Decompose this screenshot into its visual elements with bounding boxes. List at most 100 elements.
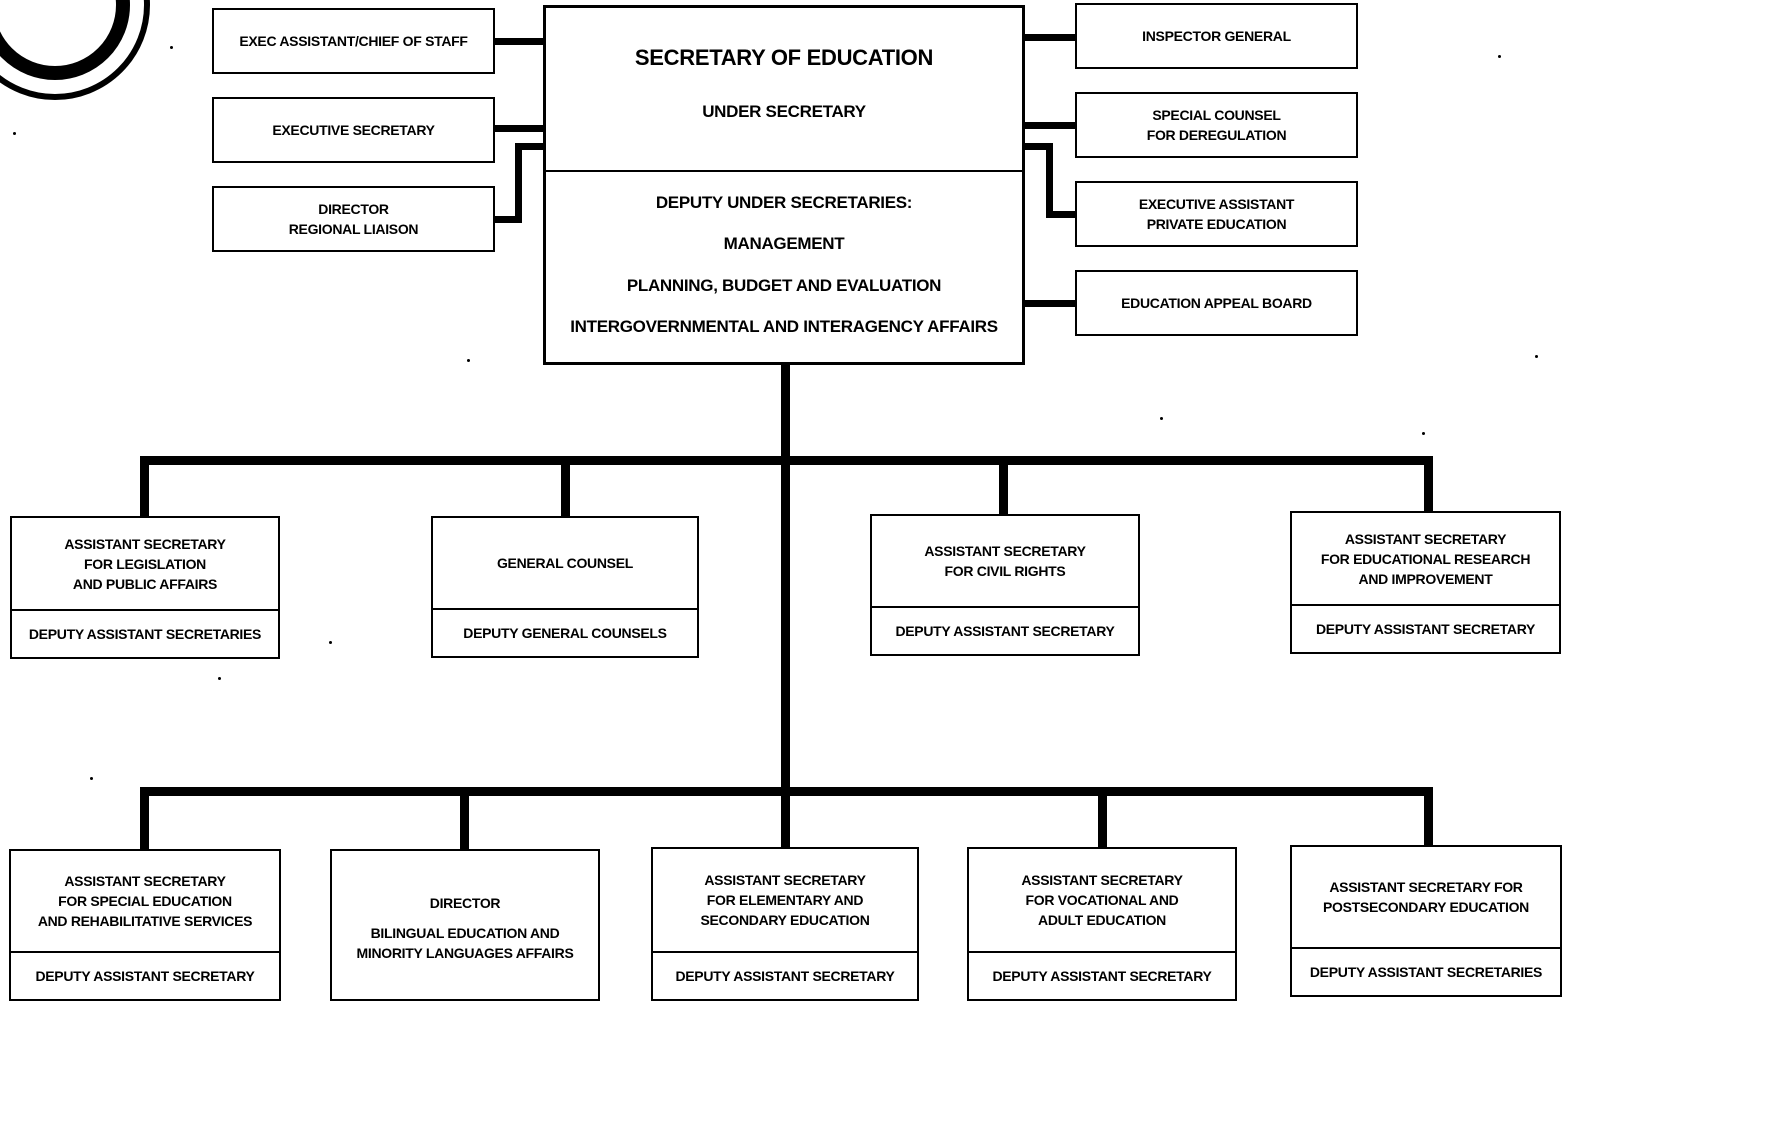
box-label: ASSISTANT SECRETARY xyxy=(64,535,226,552)
box-label: FOR SPECIAL EDUCATION xyxy=(58,893,232,909)
connector-line xyxy=(1046,143,1053,218)
org-box-civil-rights: ASSISTANT SECRETARY FOR CIVIL RIGHTS DEP… xyxy=(870,514,1140,656)
box-label: EDUCATION APPEAL BOARD xyxy=(1121,295,1312,311)
box-label: SECONDARY EDUCATION xyxy=(700,912,870,928)
staff-box-inspector-general: INSPECTOR GENERAL xyxy=(1075,3,1358,69)
box-label: ASSISTANT SECRETARY FOR xyxy=(1329,879,1523,895)
staff-box-private-education: EXECUTIVE ASSISTANT PRIVATE EDUCATION xyxy=(1075,181,1358,247)
scan-speck xyxy=(170,46,173,49)
org-box-deputy: DEPUTY ASSISTANT SECRETARY xyxy=(1292,604,1559,652)
box-label: MINORITY LANGUAGES AFFAIRS xyxy=(356,945,574,961)
drop-line xyxy=(1098,787,1107,851)
box-label: AND PUBLIC AFFAIRS xyxy=(72,575,218,592)
deputy-label: DEPUTY ASSISTANT SECRETARIES xyxy=(1309,964,1543,980)
row1-bus-line xyxy=(140,456,1433,465)
org-box-general-counsel: GENERAL COUNSEL DEPUTY GENERAL COUNSELS xyxy=(431,516,699,658)
box-label: FOR DEREGULATION xyxy=(1146,127,1287,143)
connector-line xyxy=(493,125,545,132)
box-label: FOR EDUCATIONAL RESEARCH xyxy=(1320,550,1531,567)
box-label: FOR LEGISLATION xyxy=(83,555,206,572)
connector-line xyxy=(493,216,522,223)
box-label: ASSISTANT SECRETARY xyxy=(64,873,226,889)
deputy-item: PLANNING, BUDGET AND EVALUATION xyxy=(626,275,942,295)
deputy-item: INTERGOVERNMENTAL AND INTERAGENCY AFFAIR… xyxy=(570,317,998,337)
deputies-heading: DEPUTY UNDER SECRETARIES: xyxy=(655,192,913,212)
connector-line xyxy=(1046,211,1076,218)
seal-ring xyxy=(0,0,130,80)
scan-speck xyxy=(467,359,470,362)
box-label: BILINGUAL EDUCATION AND xyxy=(370,925,560,941)
scan-speck xyxy=(1160,417,1163,420)
deputy-label: DEPUTY ASSISTANT SECRETARY xyxy=(992,968,1212,984)
box-label: DIRECTOR xyxy=(318,201,389,217)
box-label: REGIONAL LIAISON xyxy=(288,221,419,237)
box-label: INSPECTOR GENERAL xyxy=(1142,28,1291,44)
scan-speck xyxy=(90,777,93,780)
box-label: ASSISTANT SECRETARY xyxy=(704,872,866,888)
box-label: AND IMPROVEMENT xyxy=(1358,570,1493,587)
connector-line xyxy=(1023,122,1076,129)
scan-speck xyxy=(1498,55,1501,58)
box-label: ASSISTANT SECRETARY xyxy=(1021,872,1183,888)
deputy-label: DEPUTY ASSISTANT SECRETARY xyxy=(895,623,1115,639)
box-label: ASSISTANT SECRETARY xyxy=(1344,530,1507,547)
staff-box-special-counsel: SPECIAL COUNSEL FOR DEREGULATION xyxy=(1075,92,1358,158)
org-box-legislation: ASSISTANT SECRETARY FOR LEGISLATION AND … xyxy=(10,516,280,659)
scan-speck xyxy=(218,677,221,680)
deputy-under-secretaries-section: DEPUTY UNDER SECRETARIES: MANAGEMENT PLA… xyxy=(546,172,1022,362)
connector-line xyxy=(1023,143,1053,150)
drop-line xyxy=(1424,787,1433,847)
org-box-title: ASSISTANT SECRETARY FOR SPECIAL EDUCATIO… xyxy=(11,851,279,951)
drop-line xyxy=(1424,456,1433,513)
connector-line xyxy=(515,143,522,223)
box-label: AND REHABILITATIVE SERVICES xyxy=(37,913,253,929)
box-label: FOR ELEMENTARY AND xyxy=(706,892,864,908)
org-box-title: ASSISTANT SECRETARY FOR EDUCATIONAL RESE… xyxy=(1292,513,1559,604)
drop-line xyxy=(460,787,469,851)
deputy-label: DEPUTY ASSISTANT SECRETARY xyxy=(35,968,255,984)
box-label: FOR CIVIL RIGHTS xyxy=(944,563,1066,579)
staff-box-appeal-board: EDUCATION APPEAL BOARD xyxy=(1075,270,1358,336)
org-box-deputy: DEPUTY ASSISTANT SECRETARY xyxy=(969,951,1235,999)
box-label: EXEC ASSISTANT/CHIEF OF STAFF xyxy=(239,33,468,49)
box-label: POSTSECONDARY EDUCATION xyxy=(1323,899,1529,915)
org-box-deputy: DEPUTY ASSISTANT SECRETARIES xyxy=(12,609,278,657)
connector-line xyxy=(1023,34,1076,41)
box-label: ASSISTANT SECRETARY xyxy=(924,543,1086,559)
deputy-label: DEPUTY GENERAL COUNSELS xyxy=(463,625,667,641)
org-box-deputy: DEPUTY ASSISTANT SECRETARIES xyxy=(1292,947,1560,995)
deputy-label: DEPUTY ASSISTANT SECRETARY xyxy=(675,968,895,984)
org-box-postsecondary: ASSISTANT SECRETARY FOR POSTSECONDARY ED… xyxy=(1290,845,1562,997)
scan-speck xyxy=(329,641,332,644)
scan-speck xyxy=(13,132,16,135)
row2-bus-line xyxy=(140,787,1433,796)
deputy-label: DEPUTY ASSISTANT SECRETARY xyxy=(1315,621,1536,637)
connector-line xyxy=(1023,300,1076,307)
main-trunk-line xyxy=(781,363,790,849)
org-box-title: ASSISTANT SECRETARY FOR VOCATIONAL AND A… xyxy=(969,849,1235,951)
box-label: SPECIAL COUNSEL xyxy=(1152,107,1281,123)
secretary-section: SECRETARY OF EDUCATION UNDER SECRETARY xyxy=(546,8,1022,172)
box-label: EXECUTIVE SECRETARY xyxy=(272,122,435,138)
deputy-label: DEPUTY ASSISTANT SECRETARIES xyxy=(28,626,262,642)
org-box-deputy: DEPUTY ASSISTANT SECRETARY xyxy=(11,951,279,999)
org-box-bilingual-education: DIRECTOR BILINGUAL EDUCATION AND MINORIT… xyxy=(330,849,600,1001)
org-box-deputy: DEPUTY GENERAL COUNSELS xyxy=(433,608,697,656)
org-box-deputy: DEPUTY ASSISTANT SECRETARY xyxy=(653,951,917,999)
under-secretary-label: UNDER SECRETARY xyxy=(702,102,866,121)
org-box-deputy: DEPUTY ASSISTANT SECRETARY xyxy=(872,606,1138,654)
box-label: FOR VOCATIONAL AND xyxy=(1025,892,1179,908)
connector-line xyxy=(515,143,545,150)
drop-line xyxy=(140,456,149,518)
secretary-title: SECRETARY OF EDUCATION xyxy=(634,45,934,70)
org-box-vocational-adult: ASSISTANT SECRETARY FOR VOCATIONAL AND A… xyxy=(967,847,1237,1001)
scan-speck xyxy=(1535,355,1538,358)
box-label: EXECUTIVE ASSISTANT xyxy=(1138,196,1295,212)
org-box-special-education: ASSISTANT SECRETARY FOR SPECIAL EDUCATIO… xyxy=(9,849,281,1001)
secretary-box: SECRETARY OF EDUCATION UNDER SECRETARY D… xyxy=(543,5,1025,365)
staff-box-exec-assistant: EXEC ASSISTANT/CHIEF OF STAFF xyxy=(212,8,495,74)
box-label: PRIVATE EDUCATION xyxy=(1146,216,1287,232)
staff-box-regional-liaison: DIRECTOR REGIONAL LIAISON xyxy=(212,186,495,252)
drop-line xyxy=(999,456,1008,516)
box-label: DIRECTOR xyxy=(429,895,501,911)
